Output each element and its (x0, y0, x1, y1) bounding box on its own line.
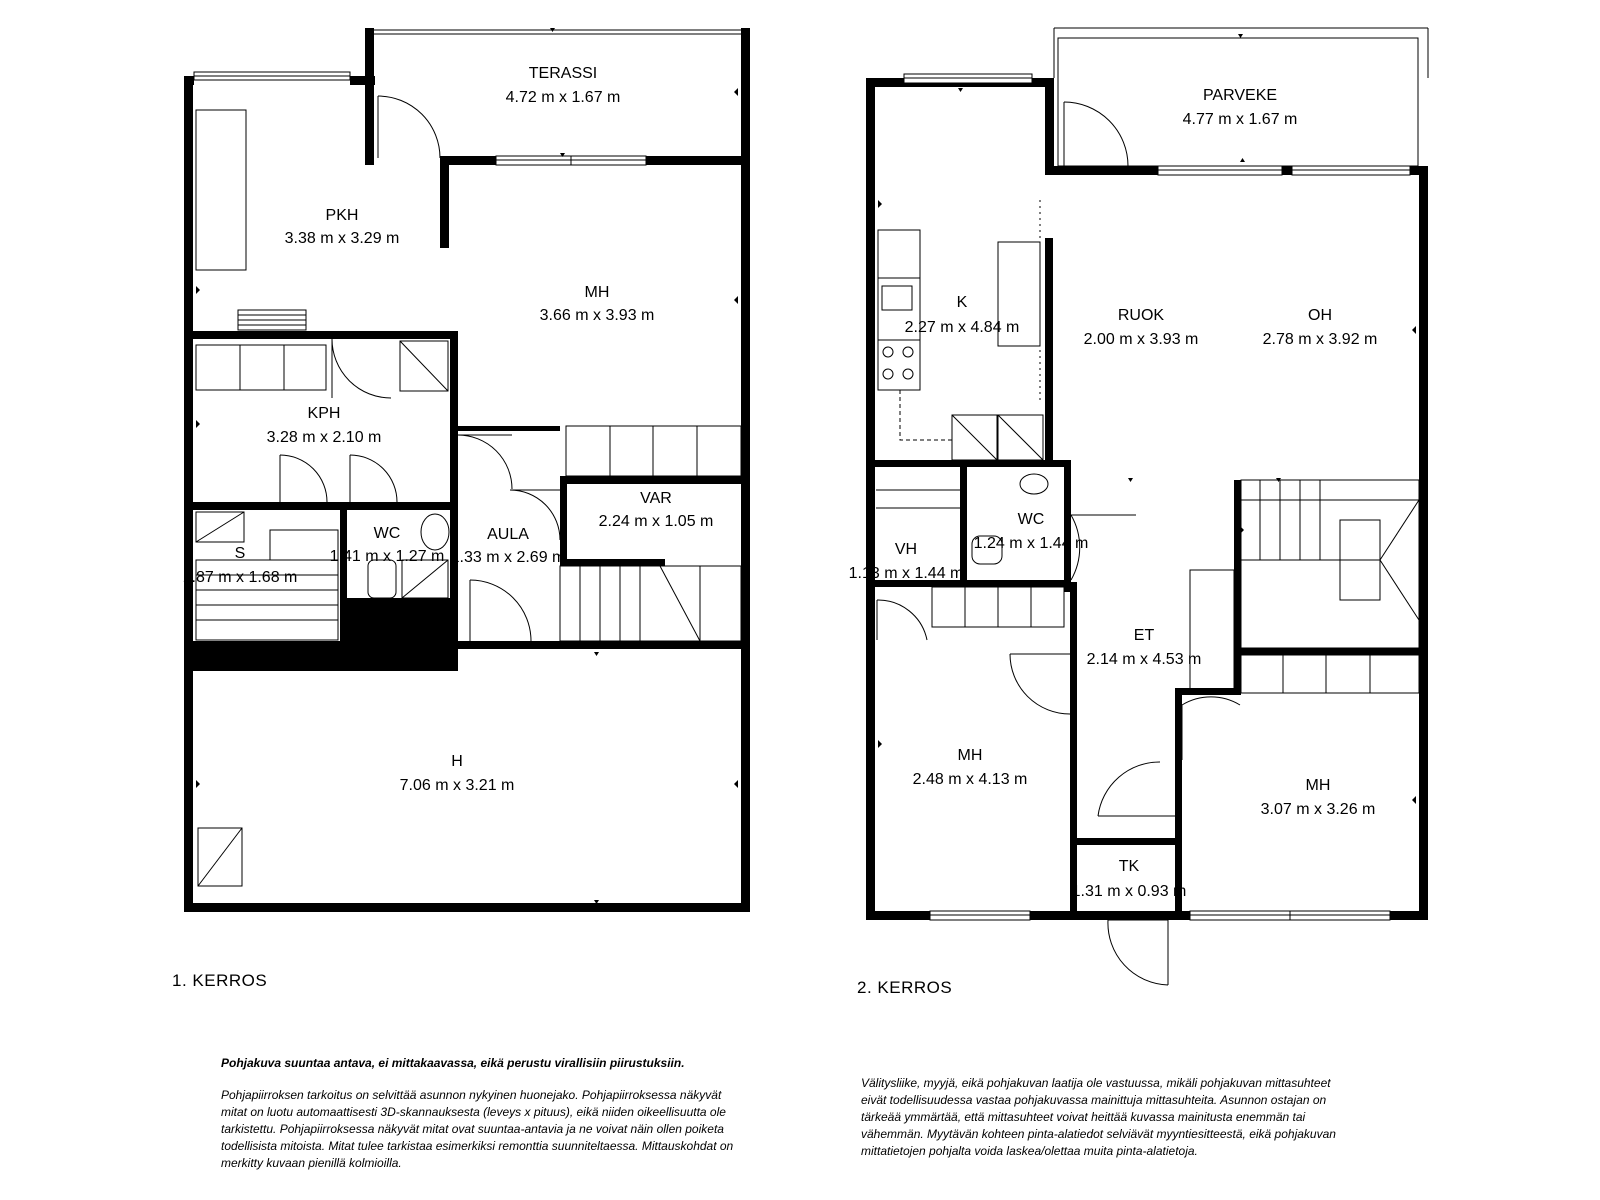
room-dimensions: 2.48 m x 4.13 m (913, 771, 1028, 788)
floor-1-fixtures (195, 109, 742, 887)
room-dimensions: 1.41 m x 1.27 m (330, 548, 445, 565)
room-dimensions: 1.87 m x 1.68 m (183, 569, 298, 586)
room-name: RUOK (1118, 307, 1165, 324)
room-name: VAR (640, 490, 672, 507)
room-name: PKH (326, 207, 359, 224)
room-dimensions: 1.13 m x 1.44 m (849, 565, 964, 582)
room-label-wc-2: WC 1.24 m x 1.44 m (974, 511, 1089, 552)
room-dimensions: 3.28 m x 2.10 m (267, 429, 382, 446)
room-name: VH (895, 541, 917, 558)
room-dimensions: 1.31 m x 0.93 m (1072, 883, 1187, 900)
floor-2-windows (903, 73, 1411, 921)
room-label-kph: KPH 3.28 m x 2.10 m (267, 405, 382, 446)
room-name: MH (585, 284, 610, 301)
room-label-terassi: TERASSI 4.72 m x 1.67 m (506, 65, 621, 106)
disclaimer-left: Pohjakuva suuntaa antava, ei mittakaavas… (221, 1055, 741, 1187)
room-label-pkh: PKH 3.38 m x 3.29 m (285, 207, 400, 247)
room-dimensions: 4.72 m x 1.67 m (506, 89, 621, 106)
disclaimer-body: Välitysliike, myyjä, eikä pohjakuvan laa… (861, 1076, 1336, 1158)
room-dimensions: 3.07 m x 3.26 m (1261, 801, 1376, 818)
room-name: WC (374, 525, 401, 542)
room-label-s: S 1.87 m x 1.68 m (183, 545, 298, 586)
floor-1-doors (279, 95, 561, 642)
room-dimensions: 4.77 m x 1.67 m (1183, 111, 1298, 128)
room-label-mh-3: MH 3.07 m x 3.26 m (1261, 777, 1376, 818)
room-label-var: VAR 2.24 m x 1.05 m (599, 490, 714, 530)
room-label-oh: OH 2.78 m x 3.92 m (1263, 307, 1378, 348)
room-label-ruok: RUOK 2.00 m x 3.93 m (1084, 307, 1199, 348)
room-name: ET (1134, 627, 1155, 644)
room-dimensions: 7.06 m x 3.21 m (400, 777, 515, 794)
room-dimensions: 2.14 m x 4.53 m (1087, 651, 1202, 668)
room-name: MH (1306, 777, 1331, 794)
floor-2-fixtures (876, 200, 1420, 694)
room-label-h: H 7.06 m x 3.21 m (400, 753, 515, 794)
room-label-mh-2: MH 2.48 m x 4.13 m (913, 747, 1028, 788)
floor-2-doors (876, 101, 1241, 986)
floor-2-walls (866, 78, 1428, 920)
room-dimensions: 1.33 m x 2.69 m (451, 549, 566, 566)
room-name: S (235, 545, 246, 562)
room-name: WC (1018, 511, 1045, 528)
room-dimensions: 2.24 m x 1.05 m (599, 513, 714, 530)
room-label-et: ET 2.14 m x 4.53 m (1087, 627, 1202, 668)
room-label-k: K 2.27 m x 4.84 m (905, 294, 1020, 336)
disclaimer-body: Pohjapiirroksen tarkoitus on selvittää a… (221, 1088, 734, 1170)
room-label-mh-1: MH 3.66 m x 3.93 m (540, 284, 655, 324)
room-name: OH (1308, 307, 1332, 324)
room-label-wc-1: WC 1.41 m x 1.27 m (330, 525, 445, 565)
floor-1-label: 1. KERROS (172, 971, 267, 990)
room-label-tk: TK 1.31 m x 0.93 m (1072, 858, 1187, 900)
floor-1-windows (193, 71, 647, 166)
room-name: MH (958, 747, 983, 764)
room-name: TK (1119, 858, 1140, 875)
disclaimer-right: Välitysliike, myyjä, eikä pohjakuvan laa… (861, 1075, 1341, 1175)
room-label-parveke: PARVEKE 4.77 m x 1.67 m (1183, 87, 1298, 128)
floor-2-label: 2. KERROS (857, 978, 952, 997)
room-name: KPH (308, 405, 341, 422)
disclaimer-lead: Pohjakuva suuntaa antava, ei mittakaavas… (221, 1056, 685, 1070)
room-dimensions: 1.24 m x 1.44 m (974, 535, 1089, 552)
room-dimensions: 2.78 m x 3.92 m (1263, 331, 1378, 348)
measurement-markers (196, 28, 1416, 904)
room-name: H (451, 753, 463, 770)
room-name: AULA (487, 526, 529, 543)
room-name: TERASSI (529, 65, 597, 82)
room-name: K (957, 294, 968, 311)
room-dimensions: 2.00 m x 3.93 m (1084, 331, 1199, 348)
room-dimensions: 3.38 m x 3.29 m (285, 230, 400, 247)
room-name: PARVEKE (1203, 87, 1277, 104)
room-dimensions: 2.27 m x 4.84 m (905, 319, 1020, 336)
room-label-vh: VH 1.13 m x 1.44 m (849, 541, 964, 582)
room-dimensions: 3.66 m x 3.93 m (540, 307, 655, 324)
room-label-aula: AULA 1.33 m x 2.69 m (451, 526, 566, 566)
